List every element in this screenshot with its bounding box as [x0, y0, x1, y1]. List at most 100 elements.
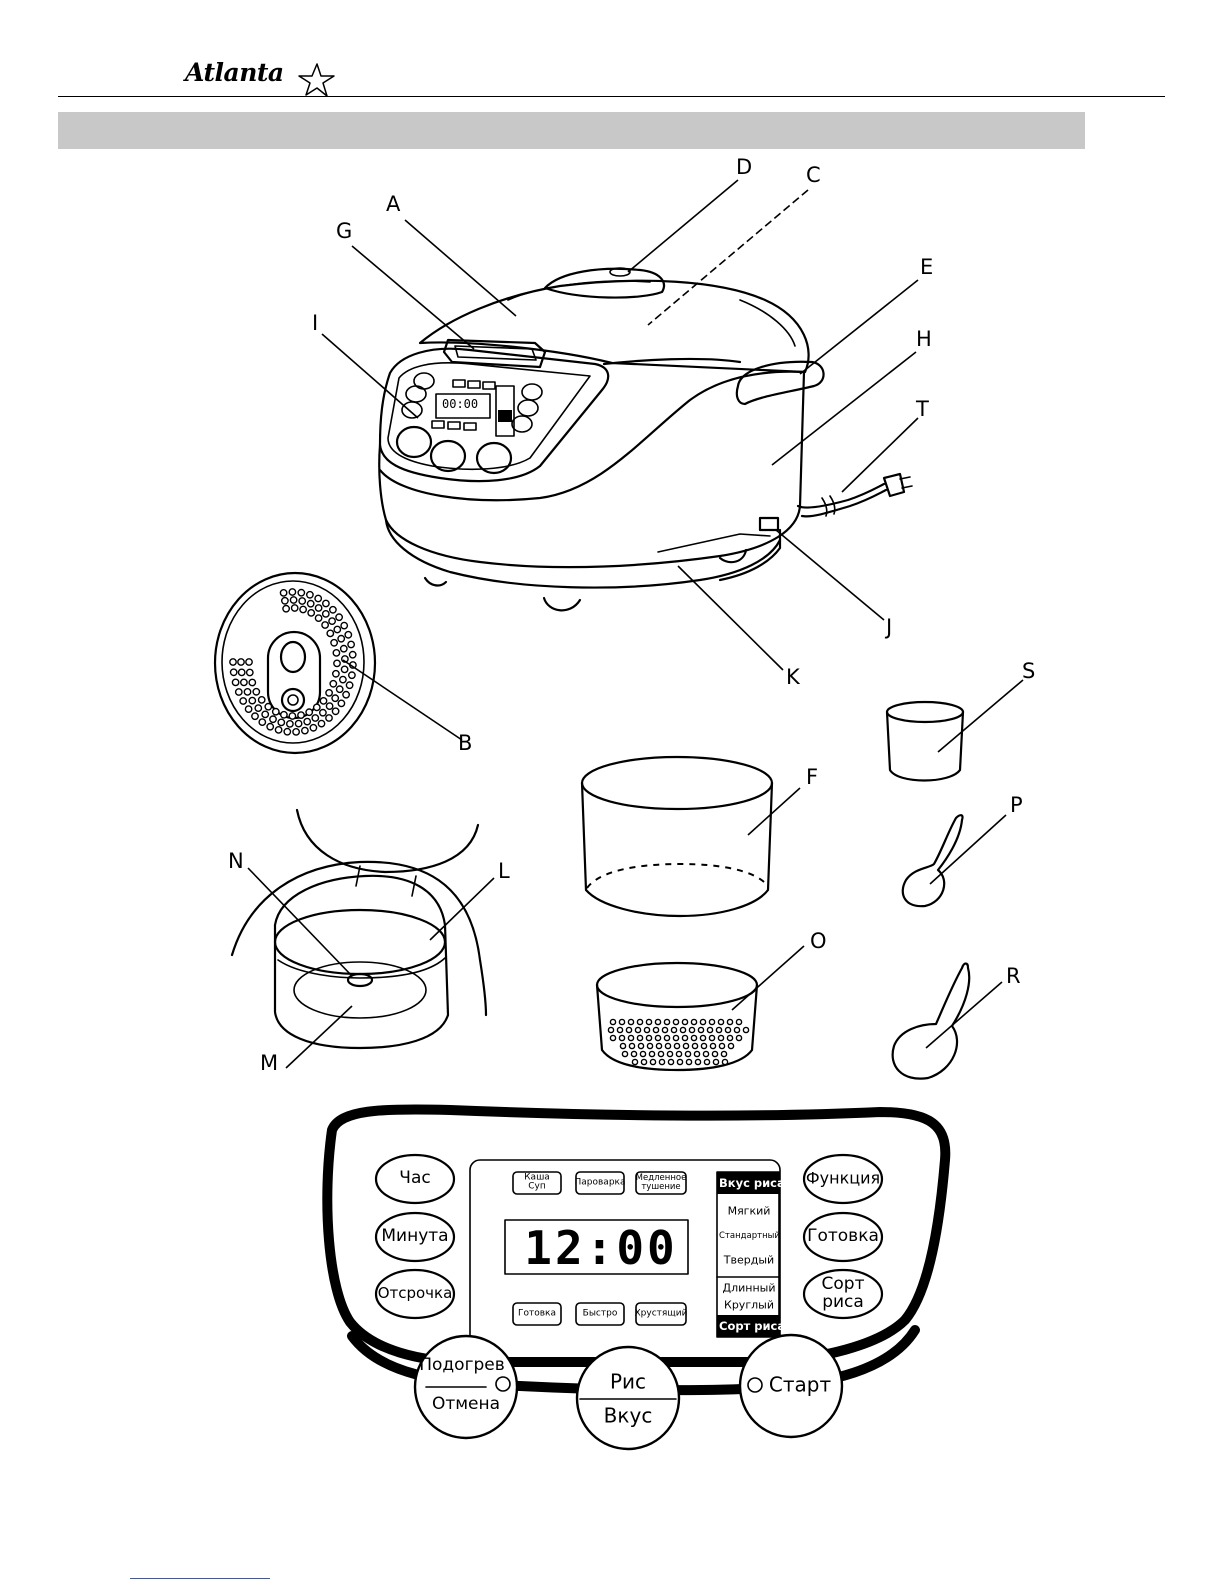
mode-slow-stew[interactable]: Медленное тушение	[636, 1174, 687, 1192]
steam-hole	[728, 1043, 733, 1048]
callout-leaders	[248, 180, 1023, 1068]
callout-a: A	[386, 192, 401, 216]
steam-hole	[664, 1019, 669, 1024]
vent-hole	[238, 659, 244, 665]
steam-hole	[727, 1035, 732, 1040]
rice-round: Круглый	[719, 1299, 779, 1312]
callout-h: H	[916, 327, 932, 351]
steam-hole	[689, 1027, 694, 1032]
cook-button[interactable]: Готовка	[807, 1228, 879, 1246]
steam-hole	[671, 1027, 676, 1032]
vent-hole	[253, 689, 259, 695]
vent-hole	[281, 712, 287, 718]
steam-hole	[632, 1059, 637, 1064]
rice-label[interactable]: Рис	[610, 1372, 646, 1393]
vent-hole	[336, 614, 342, 620]
warm-label[interactable]: Подогрев	[419, 1357, 505, 1375]
mode-porridge-soup[interactable]: Каша Суп	[524, 1174, 550, 1193]
steam-hole	[676, 1051, 681, 1056]
vent-hole	[315, 595, 321, 601]
delay-button[interactable]: Отсрочка	[378, 1286, 453, 1302]
inner-bowl-illustration	[582, 757, 772, 916]
cooker-illustration	[379, 268, 912, 610]
vent-hole	[259, 697, 265, 703]
steam-hole	[646, 1019, 651, 1024]
vent-hole	[299, 598, 305, 604]
vent-hole	[308, 601, 314, 607]
steam-hole	[637, 1019, 642, 1024]
vent-hole	[240, 698, 246, 704]
vent-hole	[315, 615, 321, 621]
steam-hole	[677, 1059, 682, 1064]
steam-hole	[674, 1043, 679, 1048]
cooker-interior-illustration	[232, 810, 486, 1048]
vent-hole	[249, 679, 255, 685]
mode-steamer[interactable]: Пароварка	[575, 1178, 626, 1187]
steam-hole	[691, 1035, 696, 1040]
vent-hole	[334, 626, 340, 632]
vent-hole	[232, 679, 238, 685]
callout-g: G	[336, 219, 352, 243]
vent-hole	[310, 725, 316, 731]
mini-panel	[397, 373, 542, 473]
hour-button[interactable]: Час	[399, 1170, 430, 1188]
callout-c: C	[806, 163, 821, 187]
steam-hole	[629, 1043, 634, 1048]
vent-hole	[312, 715, 318, 721]
vent-hole	[329, 618, 335, 624]
cancel-label[interactable]: Отмена	[432, 1396, 500, 1414]
callout-labels: A B C D E F G H I J K L M N O P R S T	[228, 155, 1035, 1075]
vent-hole	[337, 686, 343, 692]
steam-hole	[655, 1019, 660, 1024]
steam-hole	[617, 1027, 622, 1032]
vent-hole	[284, 729, 290, 735]
mode-cook[interactable]: Готовка	[518, 1309, 556, 1318]
vent-hole	[315, 605, 321, 611]
steam-hole	[713, 1059, 718, 1064]
function-button[interactable]: Функция	[806, 1171, 880, 1188]
steam-hole	[656, 1043, 661, 1048]
steam-hole	[712, 1051, 717, 1056]
steam-hole	[718, 1035, 723, 1040]
vent-hole	[282, 598, 288, 604]
steam-hole	[743, 1027, 748, 1032]
steam-hole	[658, 1051, 663, 1056]
vent-hole	[278, 719, 284, 725]
rice-type-button[interactable]: Сорт риса	[822, 1276, 865, 1312]
steam-hole	[703, 1051, 708, 1056]
callout-f: F	[806, 765, 818, 789]
mode-crispy[interactable]: Хрустящий	[635, 1309, 688, 1318]
vent-hole	[314, 704, 320, 710]
vent-hole	[304, 718, 310, 724]
callout-k: K	[786, 665, 801, 689]
vent-hole	[318, 720, 324, 726]
vent-hole	[345, 632, 351, 638]
vent-hole	[320, 698, 326, 704]
panel-display: 12:00	[512, 1222, 690, 1274]
steam-hole	[734, 1027, 739, 1032]
steam-hole	[694, 1051, 699, 1056]
steam-hole	[662, 1027, 667, 1032]
taste-label[interactable]: Вкус	[604, 1406, 653, 1427]
vent-hole	[330, 607, 336, 613]
minute-button[interactable]: Минута	[381, 1228, 448, 1246]
vent-hole	[302, 727, 308, 733]
steam-hole	[631, 1051, 636, 1056]
vent-hole	[275, 727, 281, 733]
vent-hole	[262, 711, 268, 717]
vent-hole	[300, 606, 306, 612]
vent-hole	[255, 705, 261, 711]
steam-hole	[650, 1059, 655, 1064]
vent-hole	[247, 669, 253, 675]
steam-hole	[709, 1035, 714, 1040]
steam-hole	[610, 1019, 615, 1024]
vent-hole	[236, 689, 242, 695]
mode-fast[interactable]: Быстро	[583, 1309, 618, 1318]
vent-hole	[341, 622, 347, 628]
steam-hole	[691, 1019, 696, 1024]
vent-hole	[323, 611, 329, 617]
start-button[interactable]: Старт	[769, 1375, 831, 1396]
taste-hard: Твердый	[719, 1254, 779, 1267]
vent-hole	[249, 697, 255, 703]
callout-m: M	[260, 1051, 278, 1075]
